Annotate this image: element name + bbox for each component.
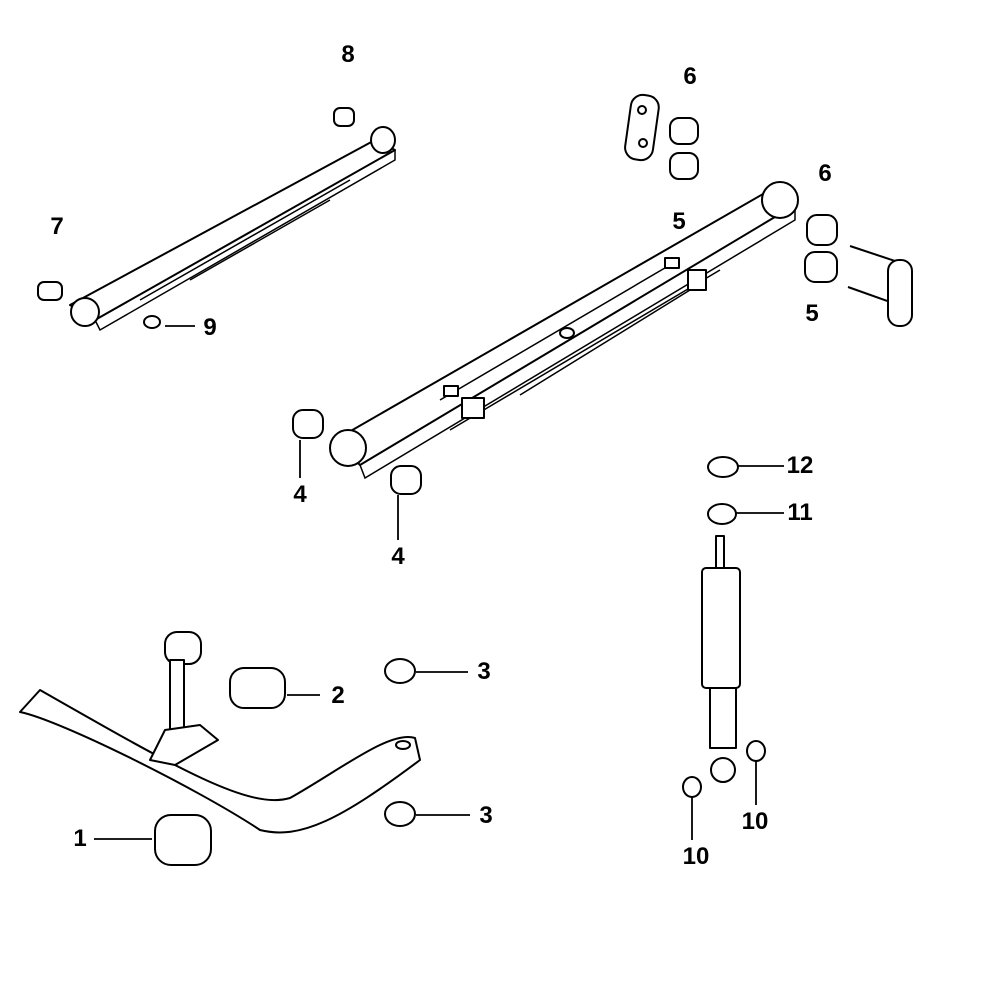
- callout-5: 5: [672, 208, 686, 235]
- bushing-5-top: [669, 152, 699, 180]
- bushing-3-top: [384, 658, 416, 684]
- bushing-4-right: [390, 465, 422, 495]
- callout-12: 12: [786, 452, 814, 479]
- shock-absorber: [701, 535, 741, 783]
- bushing-7: [37, 281, 63, 301]
- callout-2: 2: [331, 682, 345, 709]
- callout-9: 9: [203, 314, 217, 341]
- bushing-5-right: [804, 251, 838, 283]
- callout-6: 6: [683, 63, 697, 90]
- leaf-spring-small: [69, 126, 396, 332]
- callout-3: 3: [477, 658, 491, 685]
- callout-8: 8: [341, 41, 355, 68]
- bushing-2: [229, 667, 286, 709]
- shackle-right: [847, 245, 913, 327]
- callout-7: 7: [50, 213, 64, 240]
- callout-6: 6: [818, 160, 832, 187]
- bushing-6-top: [669, 117, 699, 145]
- bushing-4-left: [292, 409, 324, 439]
- leaf-spring-large: [329, 181, 799, 480]
- bushing-6-right: [806, 214, 838, 246]
- bushing-11: [707, 503, 737, 525]
- bushing-10-b: [746, 740, 766, 762]
- callout-4: 4: [293, 481, 307, 508]
- stabilizer-link: [149, 631, 219, 766]
- bushing-12: [707, 456, 739, 478]
- callout-4: 4: [391, 543, 405, 570]
- bushing-1: [154, 814, 212, 866]
- bushing-8: [333, 107, 355, 127]
- callout-5: 5: [805, 300, 819, 327]
- shackle-plate-top: [624, 93, 660, 162]
- callout-3: 3: [479, 802, 493, 829]
- bushing-10-a: [682, 776, 702, 798]
- callout-11: 11: [787, 499, 813, 526]
- stabilizer-bar: [19, 689, 421, 834]
- callout-10: 10: [682, 843, 710, 870]
- bushing-3-bottom: [384, 801, 416, 827]
- callout-1: 1: [73, 825, 87, 852]
- nut-9: [143, 315, 161, 329]
- callout-10: 10: [741, 808, 769, 835]
